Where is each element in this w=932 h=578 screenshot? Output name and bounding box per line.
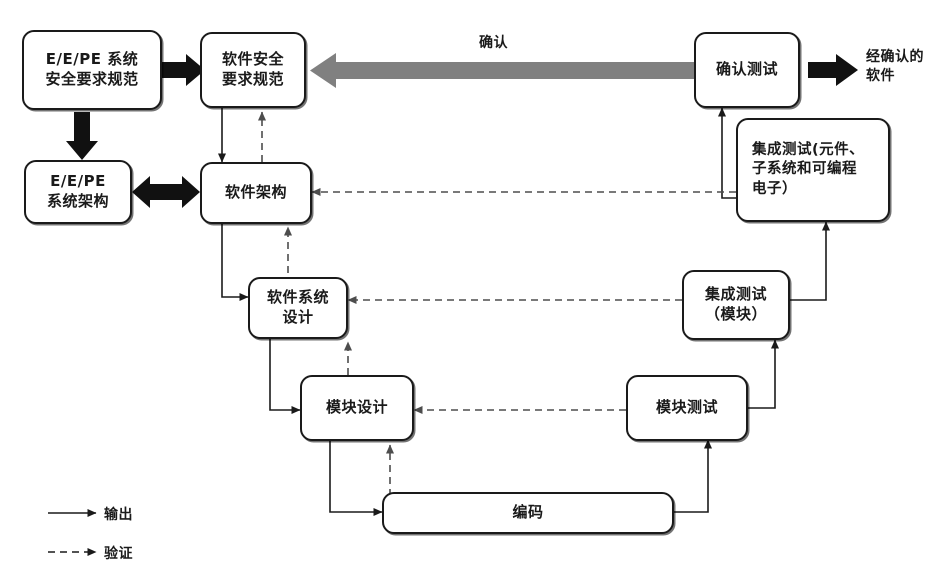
node-module-design[interactable]: 模块设计 bbox=[300, 375, 414, 441]
arrow-validation-confirm bbox=[310, 53, 694, 88]
node-label: 编码 bbox=[512, 503, 544, 522]
node-integration-test-system[interactable]: 集成测试(元件、 子系统和可编程 电子） bbox=[736, 118, 890, 222]
node-label: 软件系统 设计 bbox=[266, 288, 329, 326]
node-coding[interactable]: 编码 bbox=[382, 492, 674, 534]
edge-integsystem-to-validationtest bbox=[718, 107, 736, 199]
node-module-test[interactable]: 模块测试 bbox=[626, 375, 748, 441]
node-label: 确认测试 bbox=[715, 60, 778, 79]
node-label: E/E/PE 系统架构 bbox=[46, 172, 109, 210]
block-arrows bbox=[66, 54, 858, 208]
edge-swsysdesign-to-moduledesign bbox=[269, 337, 301, 414]
arrow-eepearch-swarch-bidirectional bbox=[132, 176, 200, 208]
edge-swarch-to-swsysdesign bbox=[221, 222, 249, 301]
node-software-architecture[interactable]: 软件架构 bbox=[200, 162, 312, 224]
node-software-system-design[interactable]: 软件系统 设计 bbox=[248, 277, 348, 339]
node-label: 模块测试 bbox=[655, 398, 718, 417]
edge-moduledesign-to-coding bbox=[329, 440, 383, 516]
legend-label-verification: 验证 bbox=[104, 546, 133, 562]
node-validation-test[interactable]: 确认测试 bbox=[694, 32, 800, 108]
node-label: E/E/PE 系统 安全要求规范 bbox=[45, 50, 139, 88]
node-eepe-system-architecture[interactable]: E/E/PE 系统架构 bbox=[24, 160, 132, 224]
legend-label-output: 输出 bbox=[104, 507, 133, 523]
node-eepe-safety-requirements[interactable]: E/E/PE 系统 安全要求规范 bbox=[22, 30, 162, 110]
arrow-eepereq-to-swreq bbox=[160, 54, 205, 86]
arrow-validationtest-to-validatedsoftware bbox=[808, 54, 858, 86]
node-label: 软件安全 要求规范 bbox=[221, 50, 284, 88]
node-label: 软件架构 bbox=[224, 183, 287, 202]
node-label: 集成测试(元件、 子系统和可编程 电子） bbox=[752, 142, 865, 197]
node-software-safety-requirements[interactable]: 软件安全 要求规范 bbox=[200, 32, 306, 108]
node-label: 模块设计 bbox=[325, 398, 388, 417]
node-label: 集成测试 （模块） bbox=[704, 285, 767, 323]
label-validated-software: 经确认的 软件 bbox=[866, 49, 924, 84]
edge-integmodule-to-integsystem bbox=[790, 221, 830, 301]
label-validation-arrow: 确认 bbox=[479, 35, 508, 51]
edge-moduletest-to-integmodule bbox=[748, 339, 779, 409]
legend-glyphs bbox=[48, 509, 97, 556]
edge-coding-to-moduletest bbox=[672, 439, 712, 513]
arrow-eepereq-to-eepearch bbox=[66, 112, 98, 160]
node-integration-test-module[interactable]: 集成测试 （模块） bbox=[682, 270, 790, 340]
